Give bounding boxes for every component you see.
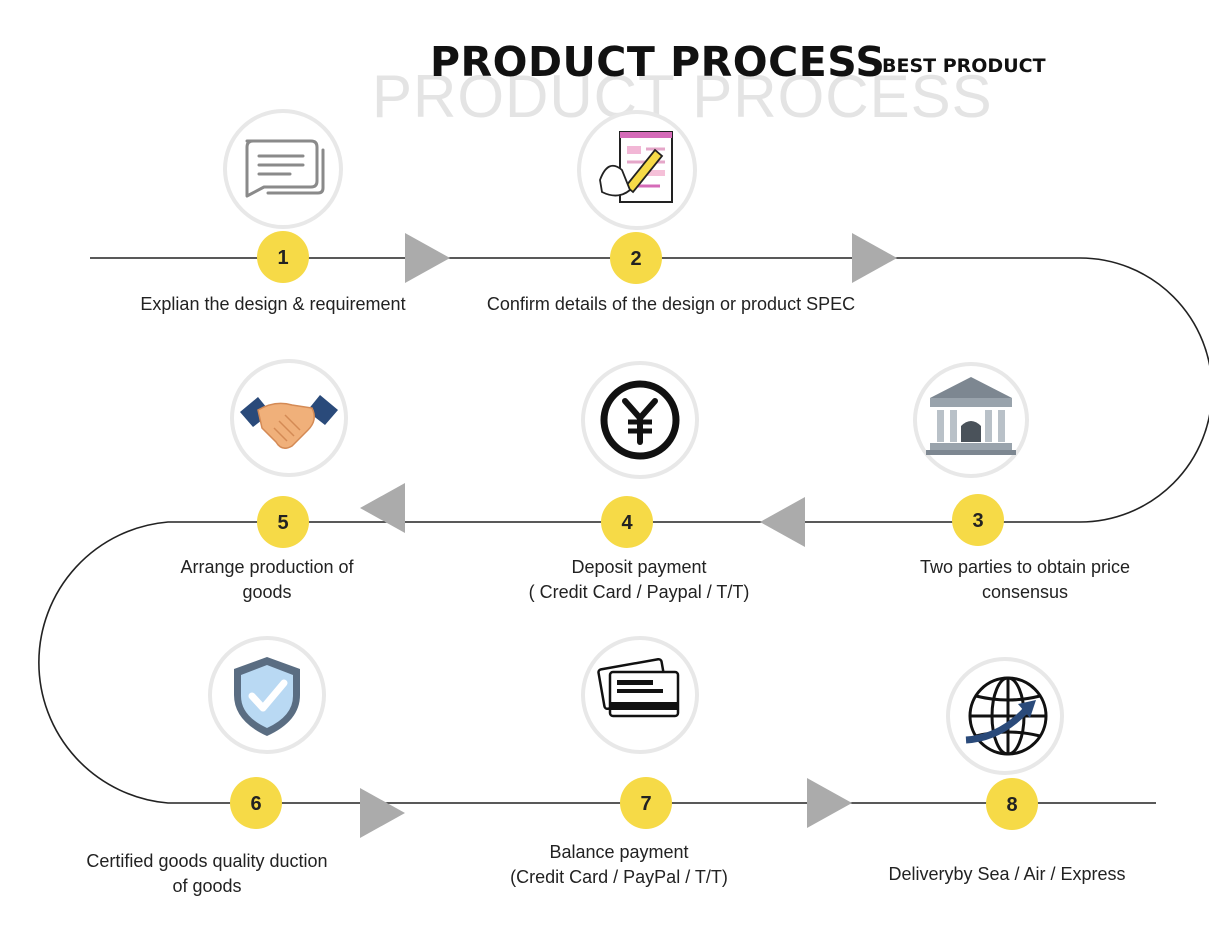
step-6-icon-circle bbox=[208, 636, 326, 754]
step-number: 5 bbox=[277, 512, 288, 534]
flow-arrow-left bbox=[760, 497, 805, 547]
step-1-label-line-1: Explian the design & requirement bbox=[140, 294, 406, 314]
step-7-label-line-1: Balance payment bbox=[549, 842, 689, 862]
step-6-label: Certified goods quality duction of goods bbox=[86, 849, 327, 899]
step-7-label: Balance payment (Credit Card / PayPal / … bbox=[510, 840, 728, 890]
step-2-label-line-1: Confirm details of the design or product… bbox=[486, 294, 856, 314]
step-2-label: Confirm details of the design or product… bbox=[487, 292, 855, 317]
step-6-label-line-2: of goods bbox=[172, 876, 242, 896]
step-3-badge: 3 bbox=[952, 494, 1004, 546]
handshake-icon bbox=[240, 395, 338, 449]
process-flow-line bbox=[38, 257, 1209, 804]
step-8-label: Deliveryby Sea / Air / Express bbox=[888, 862, 1125, 887]
step-3-label-line-2: consensus bbox=[981, 582, 1069, 602]
step-6-label-line-1: Certified goods quality duction bbox=[86, 851, 328, 871]
step-1-icon-circle bbox=[223, 109, 343, 229]
step-7-badge: 7 bbox=[620, 777, 672, 829]
step-5-badge: 5 bbox=[257, 496, 309, 548]
step-4-label-line-1: Deposit payment bbox=[571, 557, 707, 577]
document-pen-icon bbox=[599, 131, 673, 203]
step-number: 3 bbox=[972, 510, 983, 532]
step-8-badge: 8 bbox=[986, 778, 1038, 830]
step-badge-circle bbox=[257, 231, 309, 283]
step-badge-circle bbox=[620, 777, 672, 829]
flow-arrow-right bbox=[852, 233, 897, 283]
flow-arrow-right bbox=[360, 788, 405, 838]
step-number: 7 bbox=[640, 793, 651, 815]
globe-arrow-icon bbox=[965, 676, 1048, 756]
step-5-label-line-2: goods bbox=[242, 582, 292, 602]
step-7-label-line-2: (Credit Card / PayPal / T/T) bbox=[510, 867, 728, 887]
step-badge-circle bbox=[257, 496, 309, 548]
step-8-label-line-1: Deliveryby Sea / Air / Express bbox=[888, 864, 1126, 884]
bank-icon bbox=[926, 377, 1016, 455]
step-number: 6 bbox=[250, 793, 261, 815]
step-6-badge: 6 bbox=[230, 777, 282, 829]
step-3-label-line-1: Two parties to obtain price bbox=[919, 557, 1131, 577]
step-number: 8 bbox=[1006, 794, 1017, 816]
credit-card-icon bbox=[597, 657, 680, 718]
step-1-badge: 1 bbox=[257, 231, 309, 283]
step-badge-circle bbox=[610, 232, 662, 284]
chat-bubble-icon bbox=[245, 139, 325, 198]
yen-coin-icon bbox=[600, 380, 680, 460]
watermark-text: PRODUCT PROCESS bbox=[372, 63, 993, 130]
step-number: 4 bbox=[621, 512, 633, 534]
step-5-icon-circle bbox=[230, 359, 348, 477]
step-7-icon-circle bbox=[581, 636, 699, 754]
step-4-icon-circle bbox=[581, 361, 699, 479]
step-badge-circle bbox=[230, 777, 282, 829]
step-4-label-line-2: ( Credit Card / Paypal / T/T) bbox=[528, 582, 750, 602]
step-2-icon-circle bbox=[577, 110, 697, 230]
step-3-icon-circle bbox=[913, 362, 1029, 478]
step-badge-circle bbox=[952, 494, 1004, 546]
flow-arrow-right bbox=[405, 233, 450, 283]
diagram-title: PRODUCT PROCESS bbox=[430, 38, 886, 86]
step-3-label: Two parties to obtain price consensus bbox=[920, 555, 1130, 605]
step-4-label: Deposit payment ( Credit Card / Paypal /… bbox=[529, 555, 750, 605]
flow-arrow-left bbox=[360, 483, 405, 533]
shield-check-icon bbox=[234, 657, 300, 736]
diagram-subtitle: BEST PRODUCT bbox=[882, 55, 1046, 77]
step-4-badge: 4 bbox=[601, 496, 653, 548]
step-8-icon-circle bbox=[946, 657, 1064, 775]
step-5-label: Arrange production of goods bbox=[180, 555, 353, 605]
step-badge-circle bbox=[986, 778, 1038, 830]
step-number: 1 bbox=[277, 247, 288, 269]
step-5-label-line-1: Arrange production of bbox=[180, 557, 354, 577]
flow-arrow-right bbox=[807, 778, 852, 828]
step-1-label: Explian the design & requirement bbox=[140, 292, 405, 317]
step-2-badge: 2 bbox=[610, 232, 662, 284]
step-number: 2 bbox=[630, 248, 641, 270]
step-badge-circle bbox=[601, 496, 653, 548]
